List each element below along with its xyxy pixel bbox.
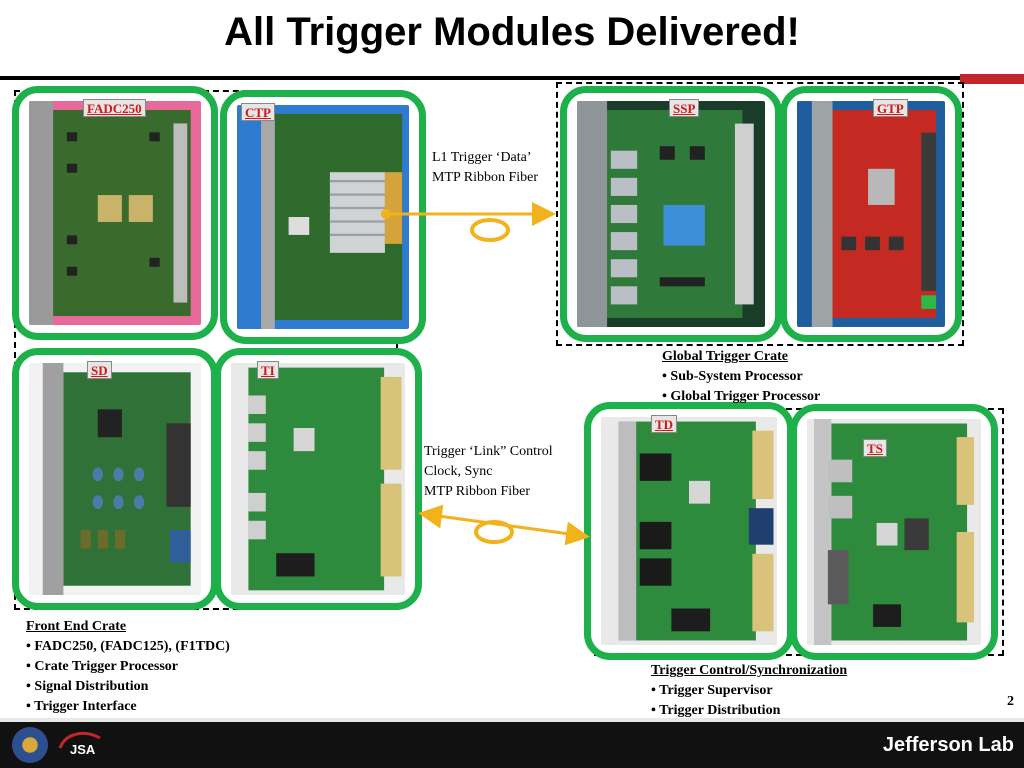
ti-board-photo [248, 367, 402, 591]
ti-label: TI [257, 361, 279, 379]
fadc250-label: FADC250 [83, 99, 146, 117]
front-end-crate-item: • Crate Trigger Processor [26, 659, 178, 674]
ssp-board-photo [577, 101, 754, 327]
module-ti: TI [214, 348, 422, 610]
jsa-logo: JSA [58, 731, 101, 757]
global-crate-item: • Global Trigger Processor [662, 389, 821, 404]
global-crate-item: • Sub-System Processor [662, 369, 803, 384]
l1-trigger-note: L1 Trigger ‘Data’ MTP Ribbon Fiber [432, 148, 538, 188]
tcs-crate-item: • Trigger Distribution [651, 703, 781, 718]
l1-note-line2: MTP Ribbon Fiber [432, 170, 539, 185]
front-end-crate-item: • Signal Distribution [26, 679, 149, 694]
global-crate-heading: Global Trigger Crate [662, 349, 788, 364]
ts-board-photo [813, 419, 975, 645]
module-td: TD [584, 402, 794, 660]
fadc250-board-photo [29, 101, 191, 325]
global-trigger-crate-outline [556, 82, 964, 346]
td-board-photo [618, 421, 774, 641]
tcs-crate-item: • Trigger Supervisor [651, 683, 773, 698]
link-note-line2: Clock, Sync [424, 464, 493, 479]
footer-divider [0, 718, 1024, 722]
ssp-label: SSP [669, 99, 700, 117]
tcs-crate-note: Trigger Control/Synchronization • Trigge… [651, 661, 847, 721]
front-end-crate-item: • Trigger Interface [26, 699, 137, 714]
title-band [0, 0, 1024, 80]
front-end-crate-note: Front End Crate • FADC250, (FADC125), (F… [26, 617, 230, 717]
front-end-crate-item: • FADC250, (FADC125), (F1TDC) [26, 639, 230, 654]
link-note-line3: MTP Ribbon Fiber [424, 484, 531, 499]
ctp-board-photo [261, 105, 403, 329]
jsa-logo-text: JSA [70, 742, 96, 757]
global-crate-note: Global Trigger Crate • Sub-System Proces… [662, 347, 820, 407]
trigger-link-arrow [418, 504, 590, 546]
gtp-board-photo [811, 101, 937, 327]
front-end-crate-heading: Front End Crate [26, 619, 127, 634]
ts-label: TS [863, 439, 887, 457]
td-label: TD [651, 415, 678, 433]
l1-note-line1: L1 Trigger ‘Data’ [432, 150, 532, 165]
module-sd: SD [12, 348, 218, 610]
page-number: 2 [1007, 694, 1014, 709]
module-ctp: CTP [220, 90, 426, 344]
sd-label: SD [87, 361, 112, 379]
sd-board-photo [42, 363, 191, 595]
jefferson-lab-logo: Jefferson Lab [882, 734, 1014, 756]
module-ssp: SSP [560, 86, 782, 342]
link-note-line1: Trigger ‘Link” Control [424, 444, 553, 459]
gtp-label: GTP [873, 99, 908, 117]
footer-bar [0, 722, 1024, 768]
doe-seal-logo [12, 727, 48, 763]
module-gtp: GTP [780, 86, 962, 342]
module-ts: TS [790, 404, 998, 660]
tcs-crate-heading: Trigger Control/Synchronization [651, 663, 848, 678]
title-accent-bar [960, 74, 1024, 84]
ctp-label: CTP [241, 103, 275, 121]
slide-title: All Trigger Modules Delivered! [224, 10, 800, 54]
module-fadc250: FADC250 [12, 86, 218, 340]
trigger-link-note: Trigger ‘Link” Control Clock, Sync MTP R… [424, 442, 553, 502]
